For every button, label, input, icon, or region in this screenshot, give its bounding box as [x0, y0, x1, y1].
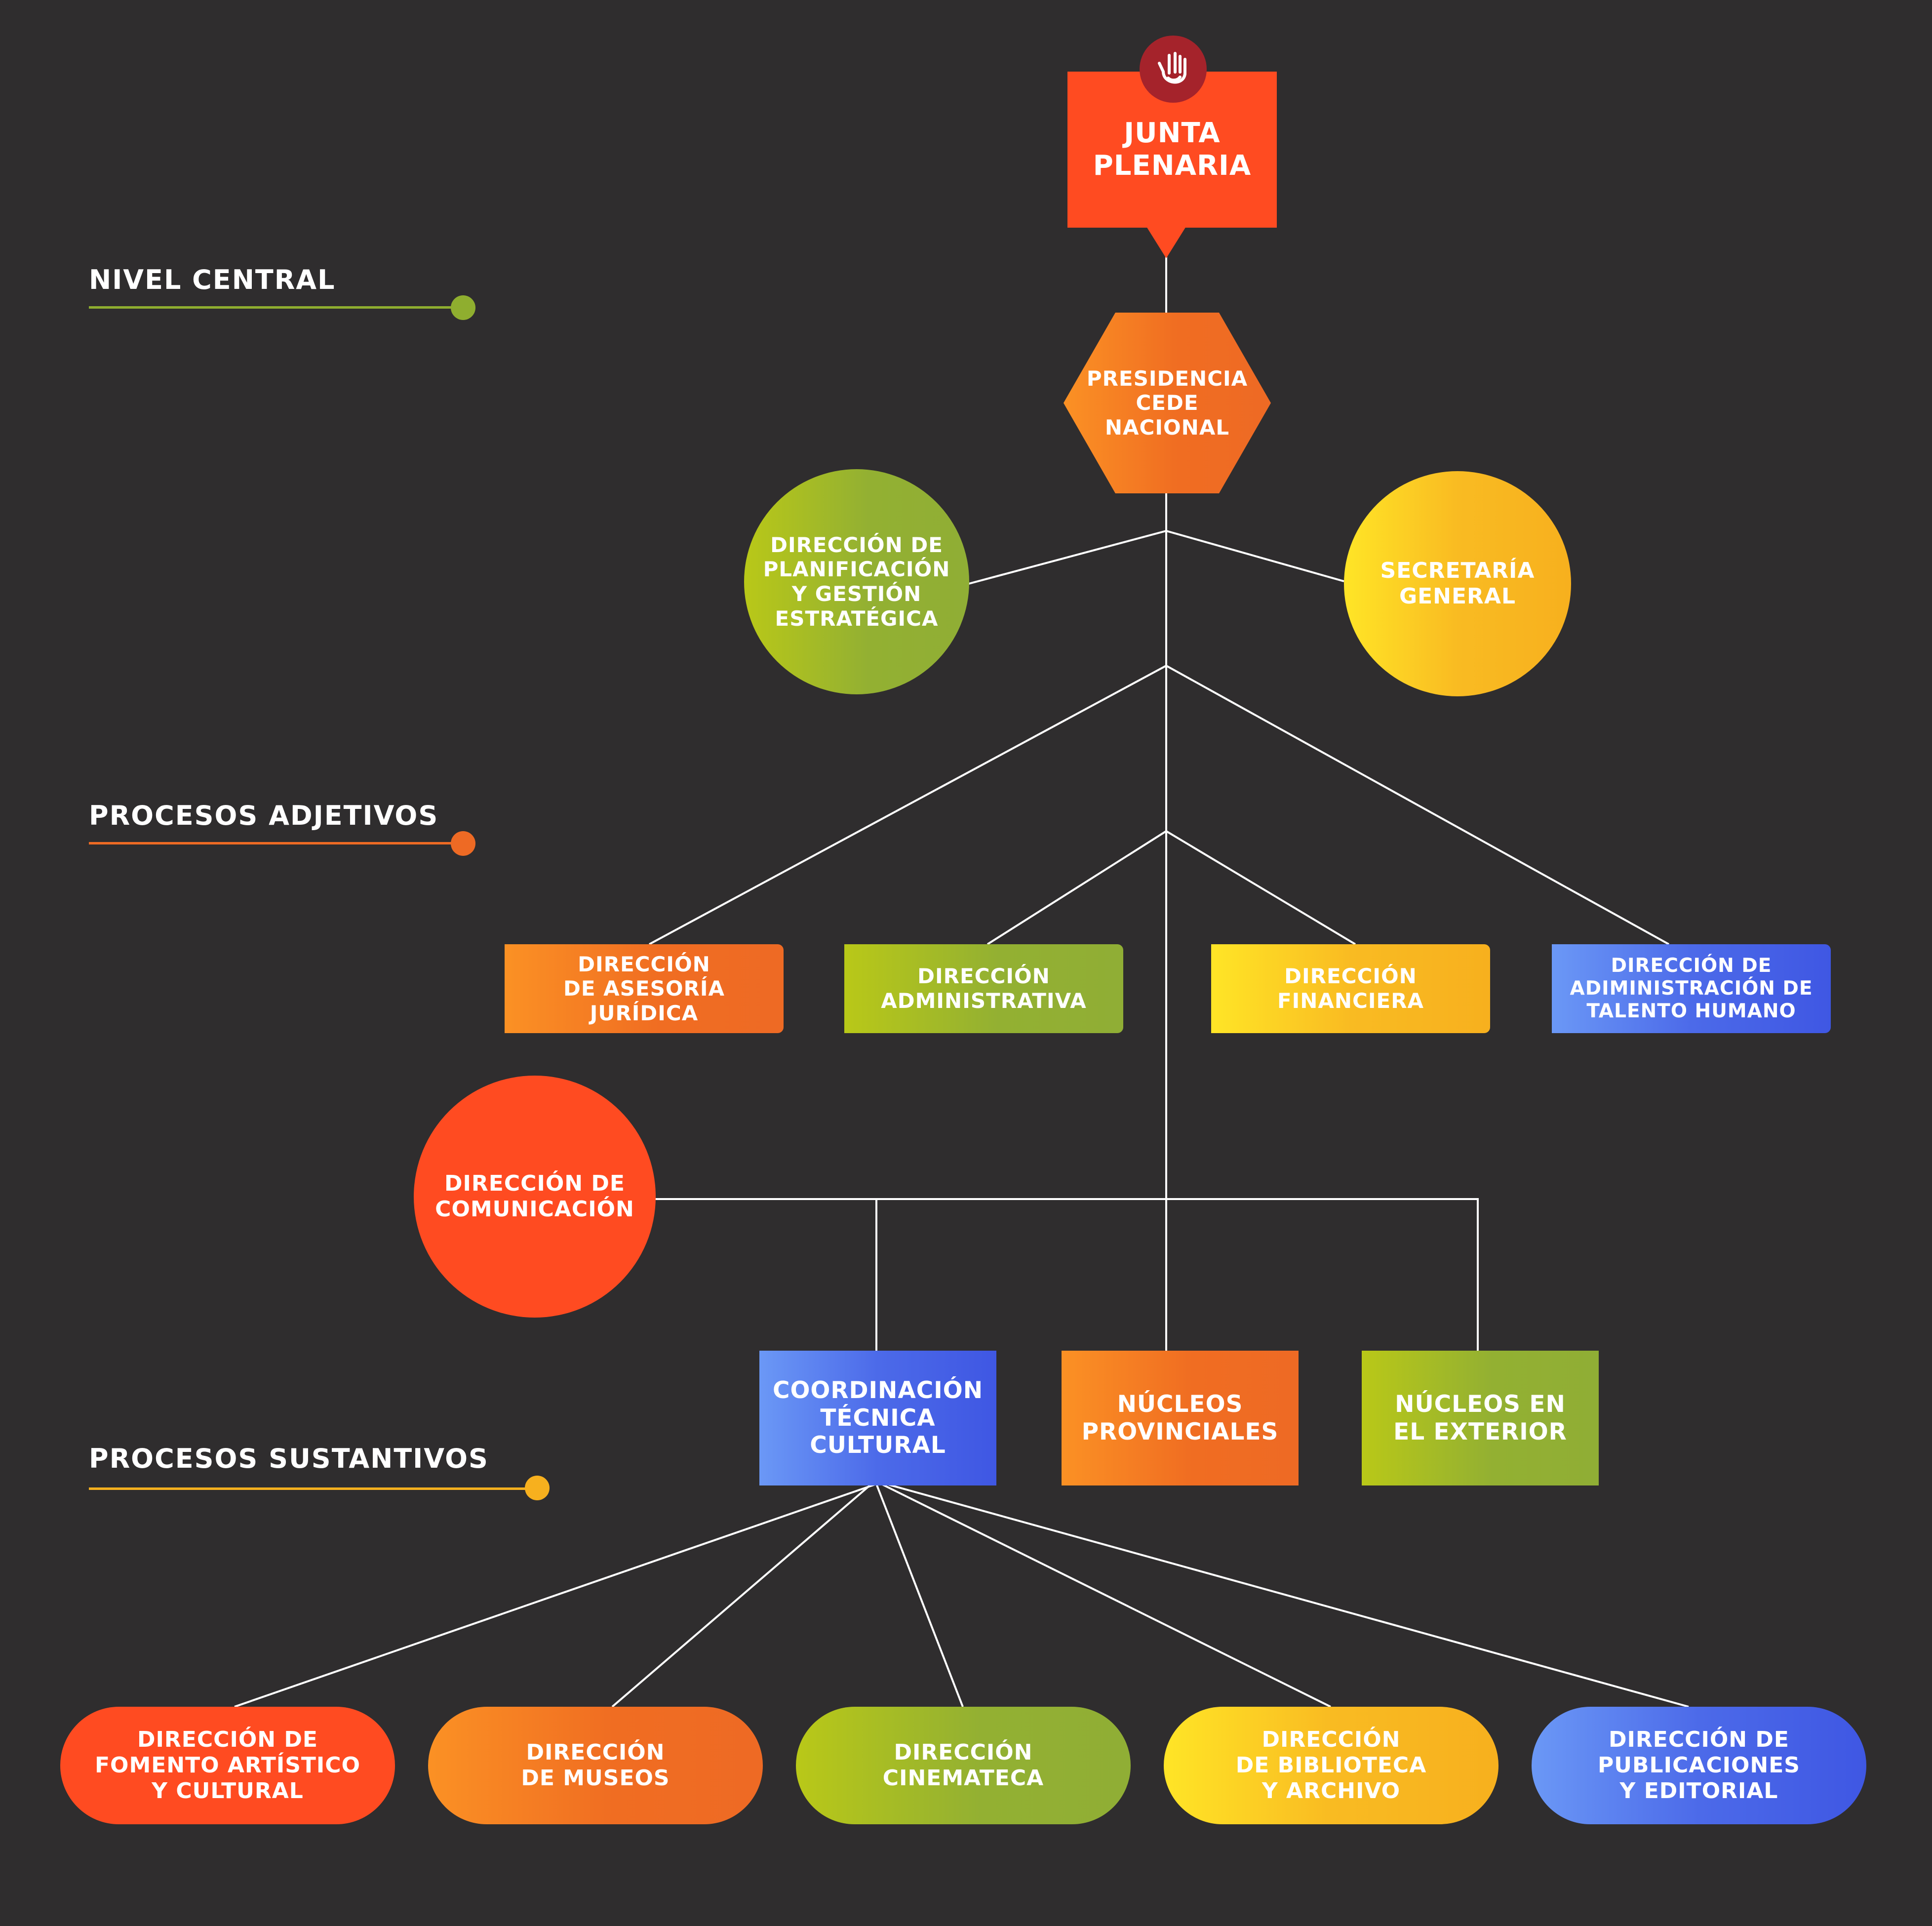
comunicacion-circle: DIRECCIÓN DE COMUNICACIÓN: [414, 1076, 656, 1318]
hand-logo-icon: [1140, 36, 1207, 103]
museos-pill: DIRECCIÓN DE MUSEOS: [428, 1707, 763, 1824]
level-line-central: [89, 306, 454, 309]
talento-box: DIRECCIÓN DE ADIMINISTRACIÓN DE TALENTO …: [1552, 944, 1831, 1033]
level-dot-adjetivos: [451, 831, 475, 856]
junta-plenaria-box: JUNTA PLENARIA: [1067, 72, 1277, 228]
provinciales-box: NÚCLEOS PROVINCIALES: [1062, 1351, 1299, 1485]
level-line-sustantivos: [89, 1487, 533, 1490]
exterior-box: NÚCLEOS EN EL EXTERIOR: [1362, 1351, 1599, 1485]
cinemateca-pill: DIRECCIÓN CINEMATECA: [796, 1707, 1131, 1824]
level-dot-sustantivos: [525, 1476, 550, 1500]
administrativa-box: DIRECCIÓN ADMINISTRATIVA: [844, 944, 1123, 1033]
level-title-adjetivos: PROCESOS ADJETIVOS: [89, 800, 439, 831]
publicaciones-pill: DIRECCIÓN DE PUBLICACIONES Y EDITORIAL: [1532, 1707, 1866, 1824]
secretaria-circle: SECRETARÍA GENERAL: [1344, 471, 1571, 696]
level-title-central: NIVEL CENTRAL: [89, 264, 336, 295]
fomento-pill: DIRECCIÓN DE FOMENTO ARTÍSTICO Y CULTURA…: [60, 1707, 395, 1824]
financiera-box: DIRECCIÓN FINANCIERA: [1211, 944, 1490, 1033]
junta-pointer: [1146, 227, 1186, 258]
presidencia-hexagon: PRESIDENCIA CEDE NACIONAL: [1064, 313, 1271, 493]
planificacion-circle: DIRECCIÓN DE PLANIFICACIÓN Y GESTIÓN EST…: [744, 469, 969, 694]
coordinacion-box: COORDINACIÓN TÉCNICA CULTURAL: [759, 1351, 996, 1485]
level-dot-central: [451, 295, 475, 320]
juridica-box: DIRECCIÓN DE ASESORÍA JURÍDICA: [505, 944, 784, 1033]
level-title-sustantivos: PROCESOS SUSTANTIVOS: [89, 1443, 489, 1474]
level-line-adjetivos: [89, 842, 454, 844]
biblioteca-pill: DIRECCIÓN DE BIBLIOTECA Y ARCHIVO: [1164, 1707, 1498, 1824]
